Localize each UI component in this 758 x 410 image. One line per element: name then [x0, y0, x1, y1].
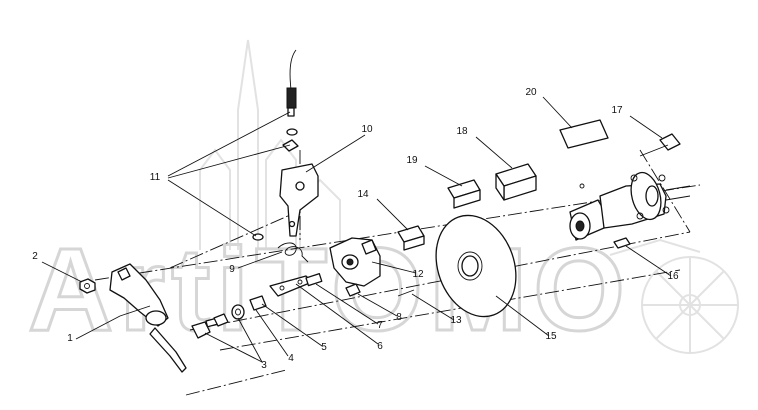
part-14-slide-block: [397, 225, 425, 251]
callout-13: 13: [450, 315, 462, 326]
callout-15: 15: [545, 331, 557, 342]
watermark-cathedral-shape: [199, 39, 341, 250]
part-5-bushing: [249, 295, 267, 311]
part-2-nut: [79, 278, 96, 294]
part-16-clip: [613, 237, 631, 249]
callout-11: 11: [150, 172, 161, 183]
callout-14: 14: [357, 189, 369, 200]
part-4-washer: [231, 304, 245, 320]
leader-lines: [41, 96, 672, 363]
callout-19: 19: [406, 155, 418, 166]
callout-2: 2: [32, 251, 38, 262]
callout-9: 9: [229, 264, 235, 275]
callout-17: 17: [611, 105, 623, 116]
callout-3: 3: [261, 360, 267, 371]
part-7-pin: [305, 273, 323, 287]
part-18-bracket-block: [495, 163, 537, 201]
callout-18: 18: [456, 126, 468, 137]
callout-6: 6: [377, 341, 383, 352]
part-10-cable-bracket: [279, 163, 319, 237]
part-3-screws: [191, 313, 229, 339]
callout-7: 7: [377, 320, 383, 331]
part-12-control-block: [329, 237, 381, 287]
callout-10: 10: [361, 124, 373, 135]
callout-20: 20: [525, 87, 537, 98]
part-clutch-hub-assembly: [569, 171, 691, 241]
part-15-moveable-sheave: [435, 214, 517, 318]
part-9-return-spring: [277, 242, 309, 263]
callout-4: 4: [288, 353, 294, 364]
part-8-set-screw: [345, 283, 361, 297]
callout-12: 12: [412, 269, 424, 280]
part-20-decal: [559, 119, 609, 149]
callout-16: 16: [667, 271, 679, 282]
part-13-roll-pin: [397, 289, 415, 297]
part-19-shoe: [447, 179, 481, 209]
callout-5: 5: [321, 342, 327, 353]
callout-8: 8: [396, 312, 402, 323]
part-1-throttle-lever: [109, 263, 187, 373]
callout-1: 1: [67, 333, 73, 344]
part-11-cable-assembly: [252, 49, 299, 241]
motorcycle-wheel-icon: [609, 238, 739, 354]
part-17-bolt: [639, 133, 681, 157]
